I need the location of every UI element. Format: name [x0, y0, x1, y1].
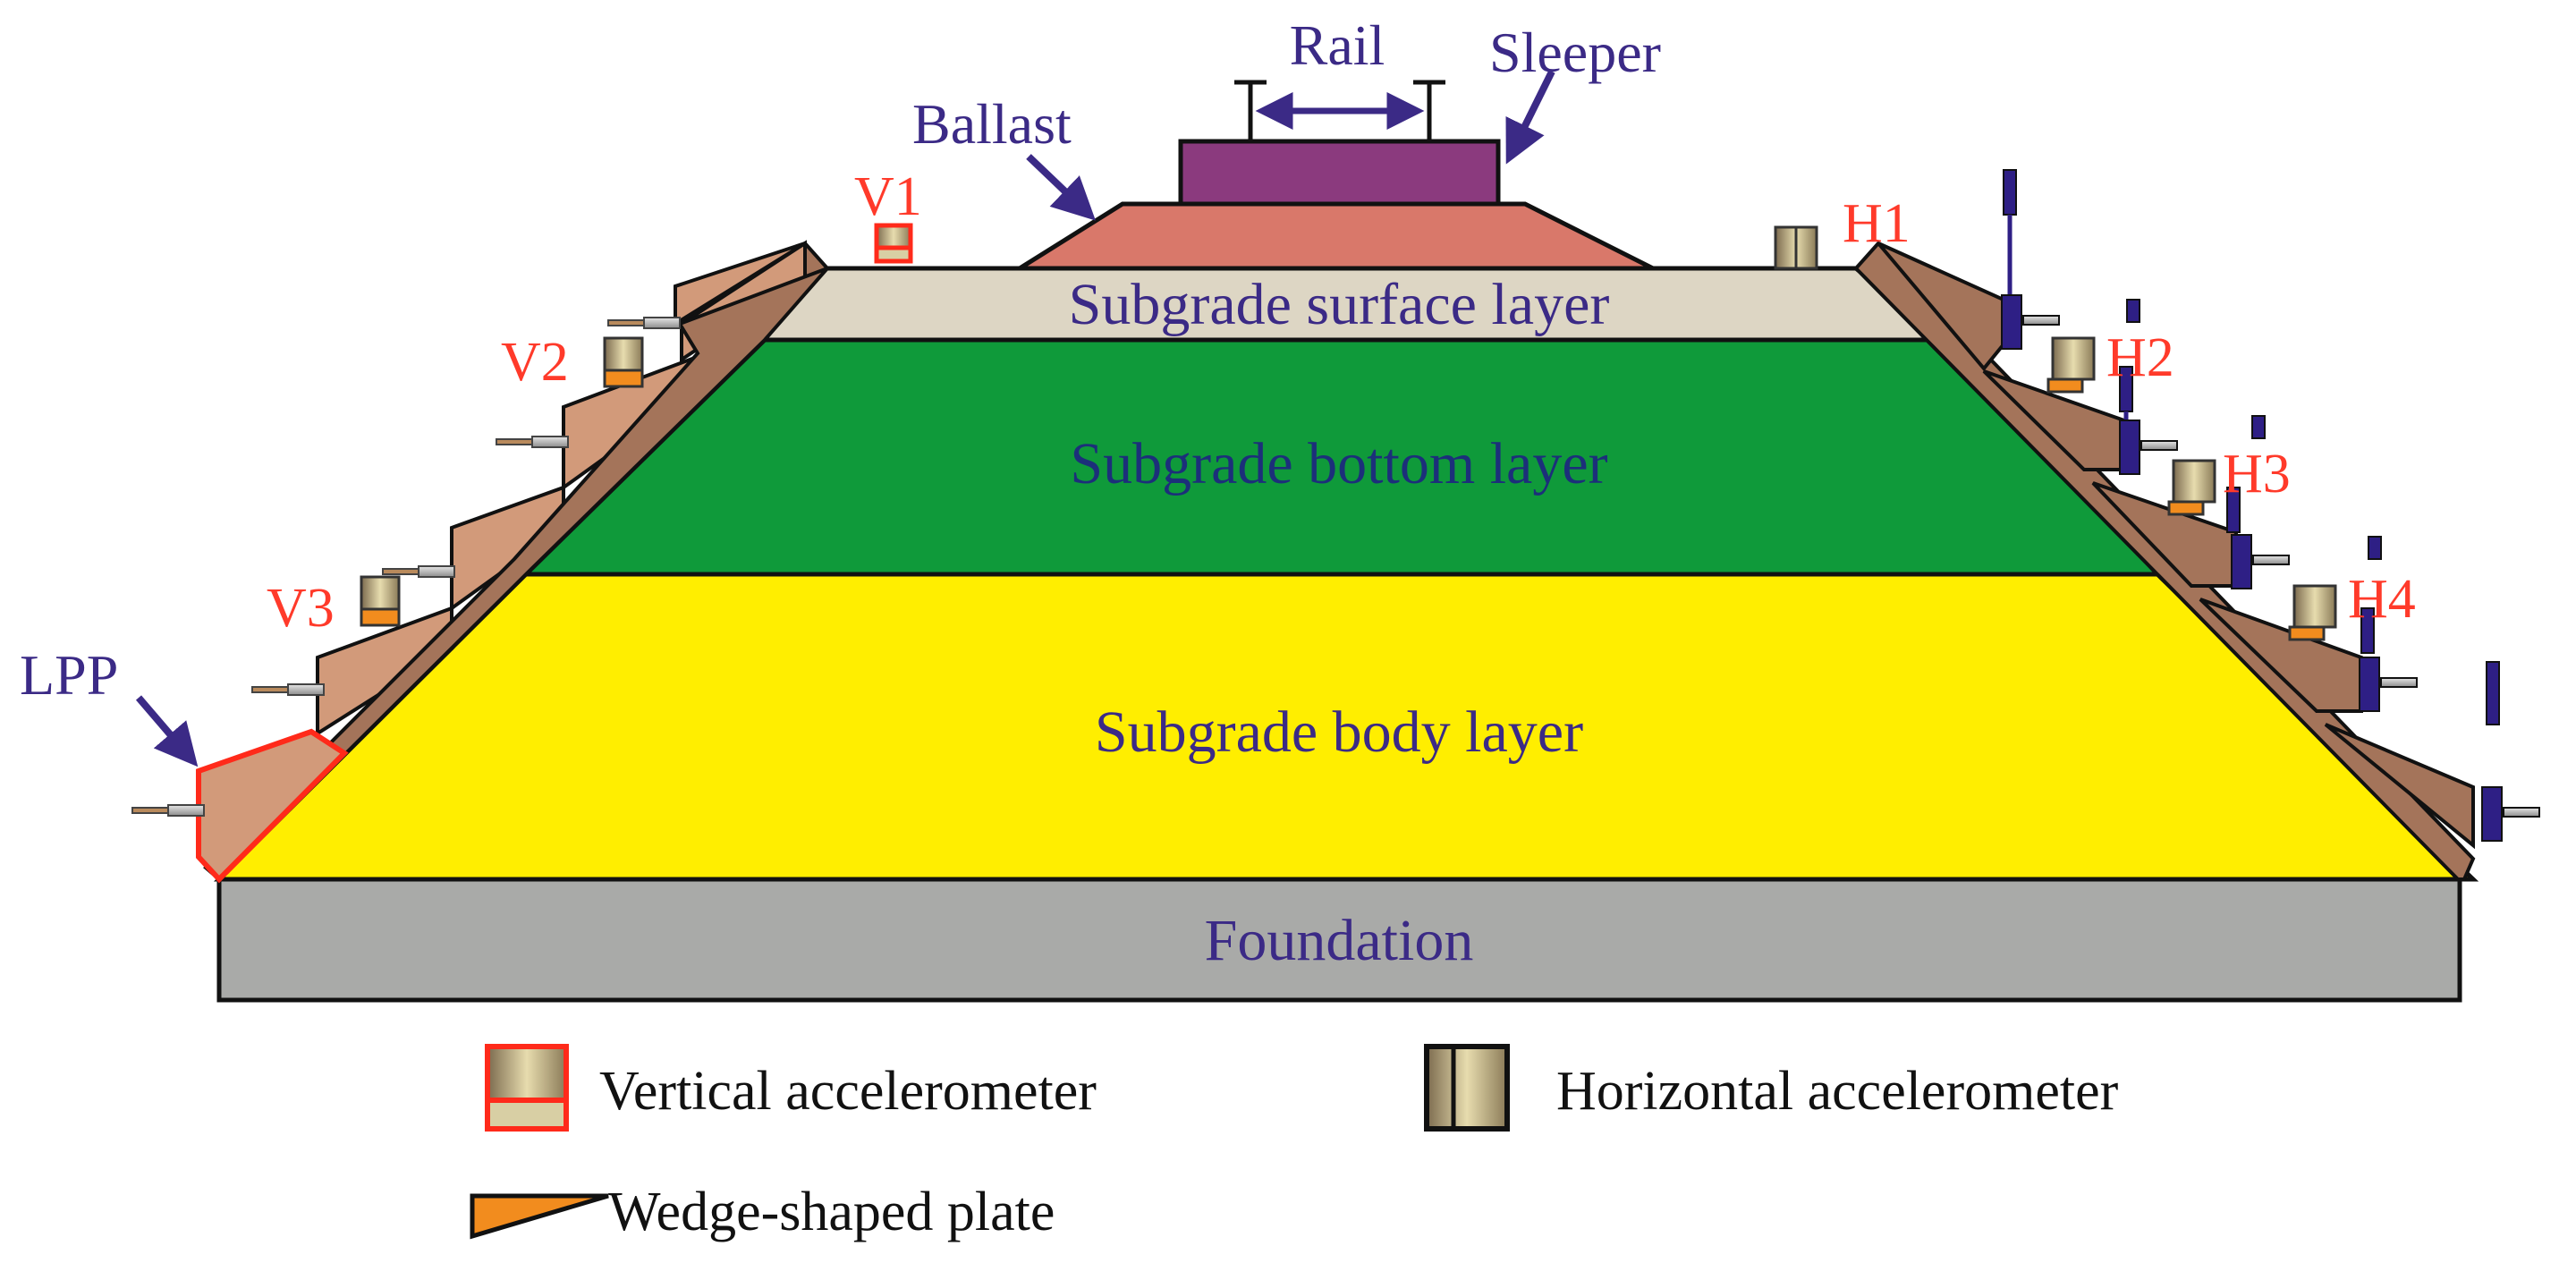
legend-vertical-label: Vertical accelerometer	[599, 1061, 1097, 1122]
horizontal-accelerometer-h4	[2288, 584, 2337, 641]
h4-label: H4	[2348, 569, 2416, 630]
foundation-label: Foundation	[1205, 908, 1474, 973]
vertical-accelerometer-v1	[874, 223, 913, 264]
h3-label: H3	[2223, 444, 2291, 504]
legend-horizontal-accelerometer-icon	[1424, 1044, 1510, 1132]
rail-left	[1234, 80, 1267, 141]
legend-horizontal-label: Horizontal accelerometer	[1556, 1061, 2119, 1122]
left-retaining-panels	[203, 240, 831, 882]
h1-label: H1	[1843, 193, 1911, 254]
horizontal-accelerometer-h1	[1774, 225, 1818, 270]
sleeper-label: Sleeper	[1489, 21, 1661, 84]
vertical-accelerometer-v2	[603, 336, 644, 388]
horizontal-accelerometer-h2	[2046, 336, 2096, 394]
right-retaining-panels	[1853, 241, 2476, 881]
sleeper	[1178, 139, 1501, 207]
body-layer-label: Subgrade body layer	[1095, 699, 1583, 765]
surface-layer-label: Subgrade surface layer	[1069, 272, 1610, 337]
rail-label: Rail	[1290, 13, 1385, 77]
legend-wedge-label: Wedge-shaped plate	[608, 1182, 1055, 1242]
lpp-plate	[196, 728, 349, 884]
legend-wedge-plate-icon	[470, 1193, 609, 1240]
foundation-layer	[216, 877, 2462, 1003]
sleeper-pointer-arrow	[1505, 70, 1555, 165]
rail-right	[1413, 80, 1445, 141]
legend-vertical-accelerometer-icon	[485, 1044, 569, 1132]
v2-label: V2	[501, 332, 569, 393]
h2-label: H2	[2106, 327, 2174, 388]
left-bolts	[131, 317, 681, 817]
ballast-pointer-arrow	[1026, 154, 1096, 221]
v1-label: V1	[854, 166, 922, 227]
right-anchors	[2001, 169, 2540, 842]
horizontal-accelerometer-h3	[2167, 459, 2216, 516]
v3-label: V3	[267, 578, 335, 639]
lpp-label: LPP	[20, 643, 118, 707]
lpp-pointer-arrow	[135, 695, 199, 767]
vertical-accelerometer-v3	[360, 575, 401, 627]
legend: Vertical accelerometer Horizontal accele…	[470, 1044, 2119, 1242]
ballast	[1012, 201, 1655, 271]
bottom-layer-label: Subgrade bottom layer	[1070, 431, 1607, 496]
ballast-label: Ballast	[912, 92, 1072, 156]
